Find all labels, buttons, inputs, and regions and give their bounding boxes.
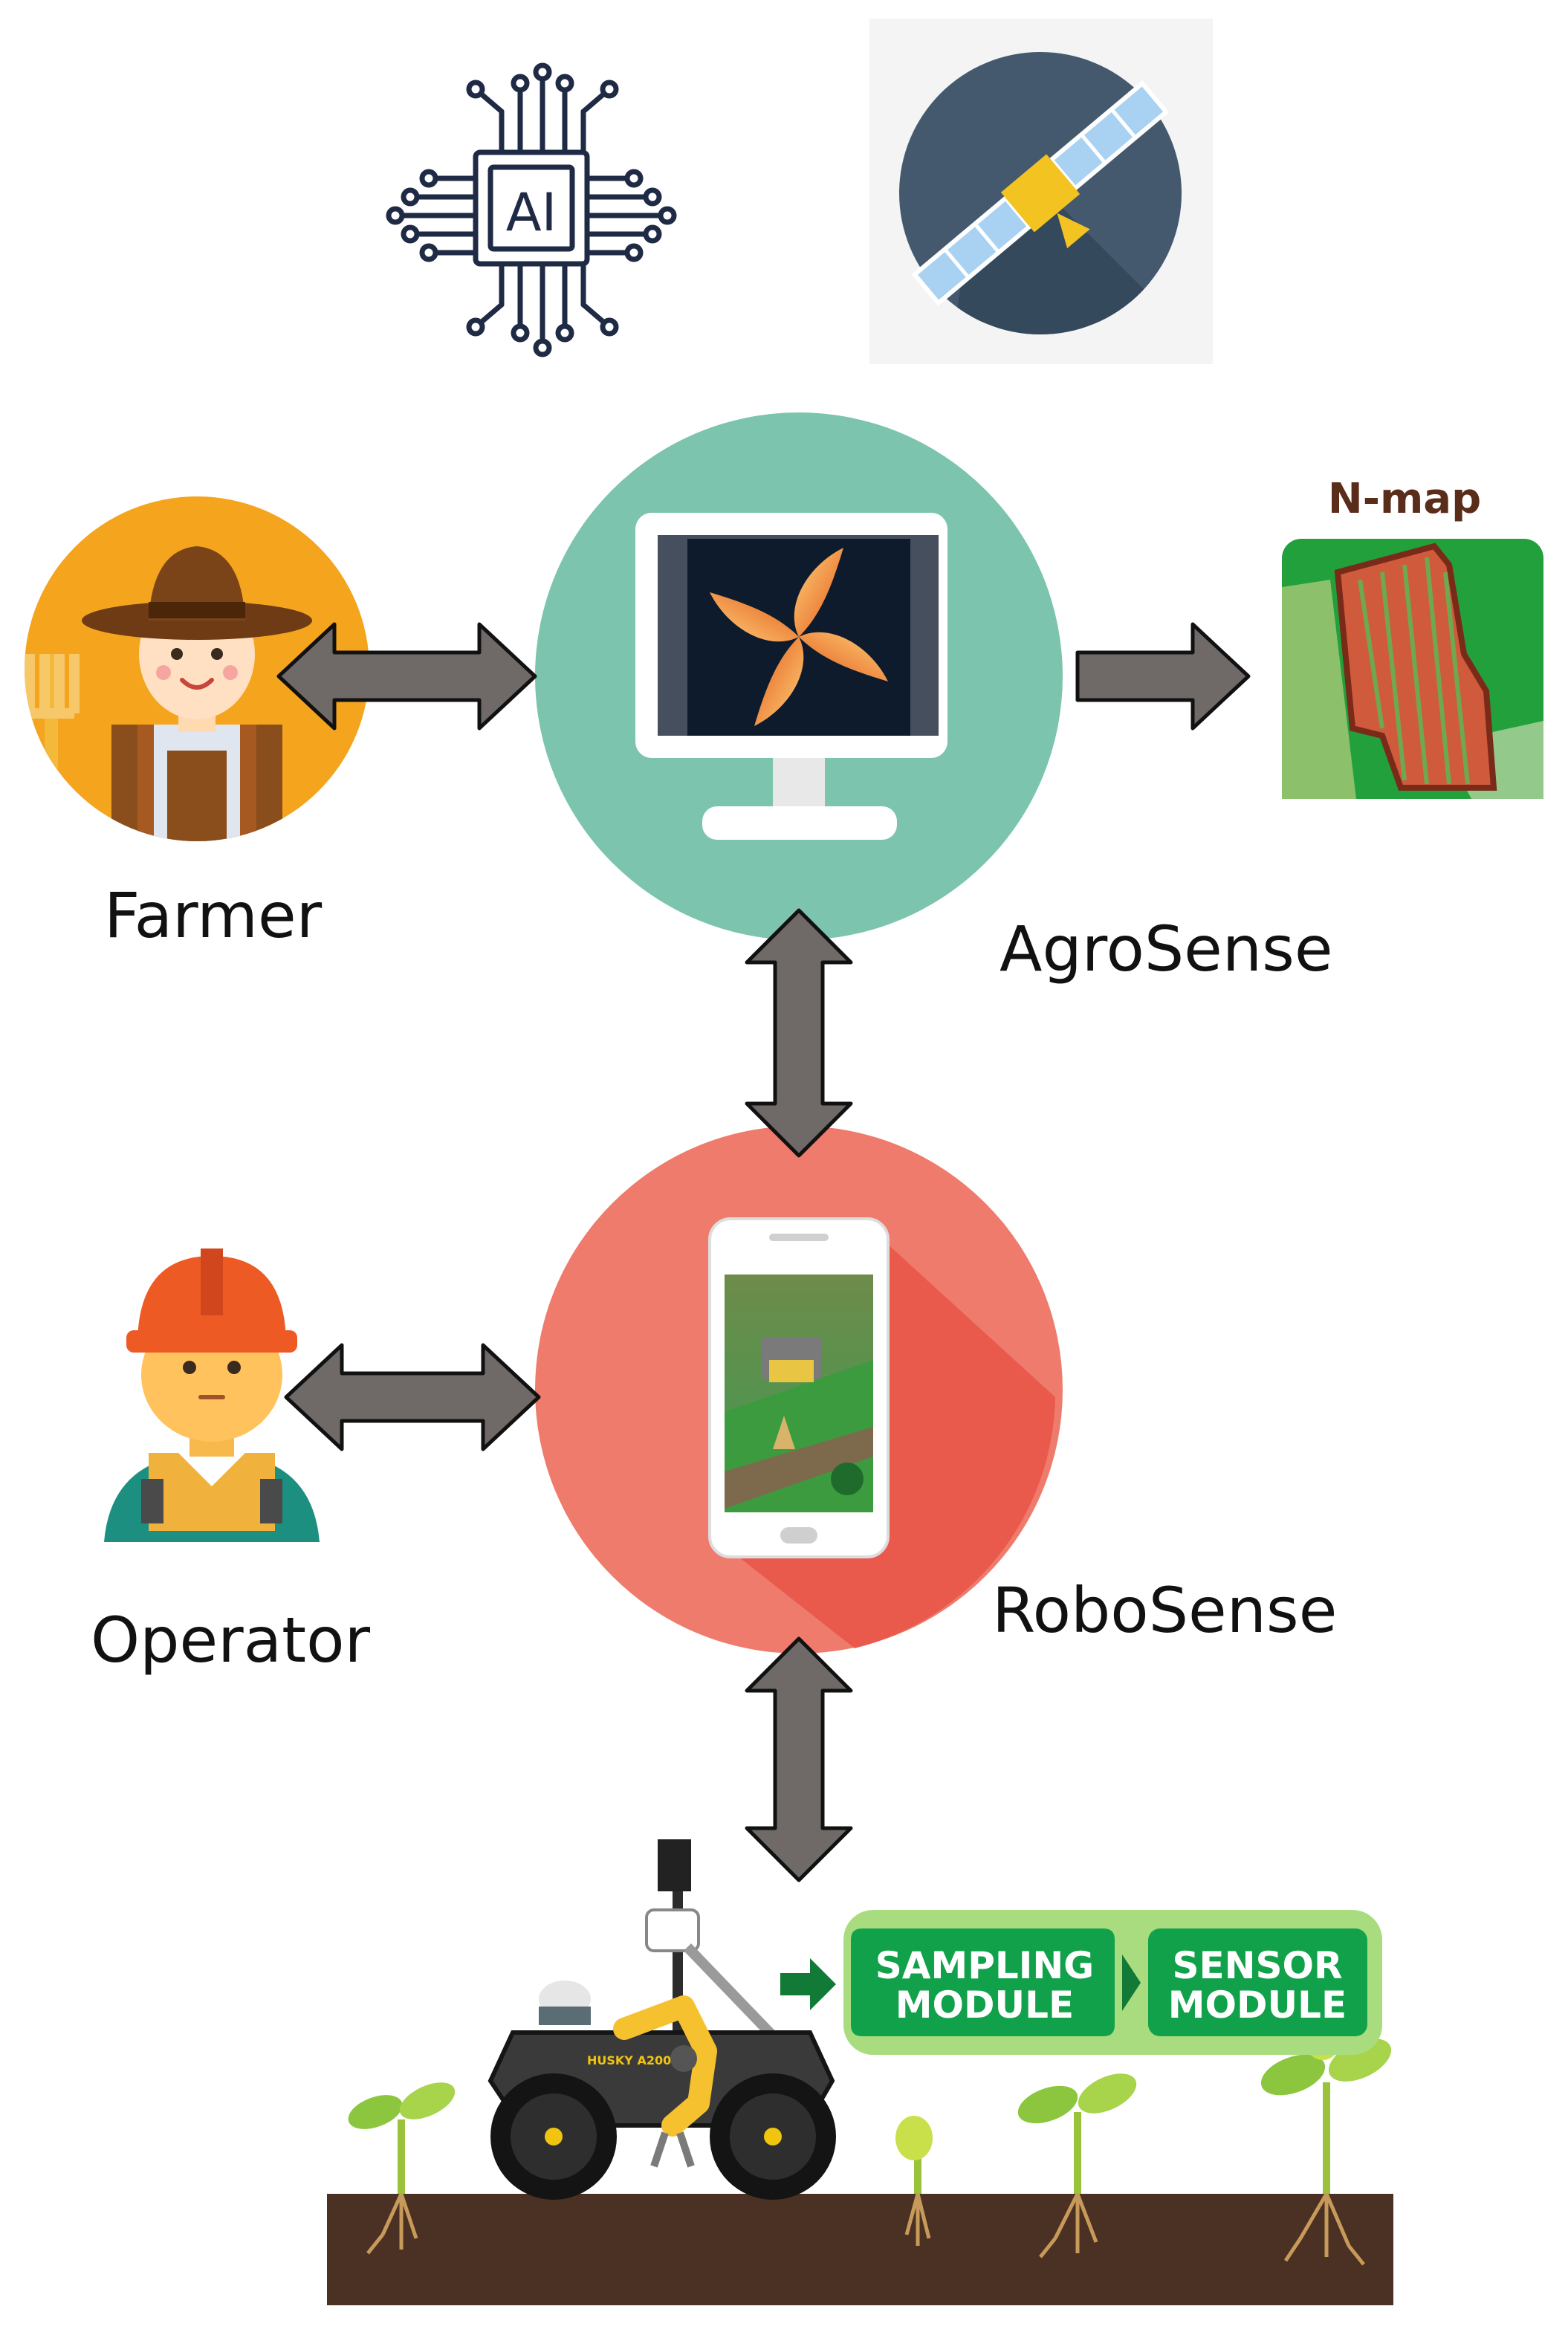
module-arrow-icon <box>780 1958 836 2010</box>
ai-chip-icon: AI <box>386 62 677 357</box>
agrosense-robosense-arrow <box>745 908 853 1158</box>
operator-robosense-arrow <box>284 1343 541 1451</box>
agrosense-logo-icon <box>710 548 888 726</box>
satellite-icon <box>869 19 1213 364</box>
nitrogen-map-icon: N-map <box>1282 475 1543 799</box>
operator-avatar-icon <box>104 1249 320 1542</box>
monitor-icon <box>635 513 947 840</box>
sensor-module-line1: SENSOR <box>1172 1944 1342 1987</box>
agrosense-nmap-arrow <box>1075 622 1251 731</box>
farmer-label: Farmer <box>104 879 323 952</box>
operator-label: Operator <box>91 1604 370 1677</box>
sampling-module-line1: SAMPLING <box>875 1944 1094 1987</box>
farmer-avatar-icon <box>25 496 369 841</box>
field-robot-icon: HUSKY A200 <box>487 1839 836 2200</box>
robosense-label: RoboSense <box>992 1574 1338 1647</box>
farmer-agrosense-arrow <box>276 622 537 731</box>
robot-brand-text: HUSKY A200 <box>587 2053 671 2067</box>
ai-chip-text: AI <box>506 182 557 243</box>
sampling-module <box>851 1928 1115 2036</box>
robosense-node <box>535 1126 1063 1654</box>
smartphone-icon <box>708 1217 890 1558</box>
sensor-module <box>1148 1928 1367 2036</box>
soil-ground <box>327 2194 1393 2305</box>
agrosense-label: AgroSense <box>1000 913 1333 985</box>
nmap-title: N-map <box>1328 475 1481 523</box>
agrosense-node <box>535 412 1063 940</box>
module-pipeline: SAMPLING MODULE SENSOR MODULE <box>780 1910 1382 2055</box>
sampling-module-line2: MODULE <box>895 1983 1074 2027</box>
sensor-module-line2: MODULE <box>1168 1983 1347 2027</box>
robosense-robot-arrow <box>745 1636 853 1882</box>
